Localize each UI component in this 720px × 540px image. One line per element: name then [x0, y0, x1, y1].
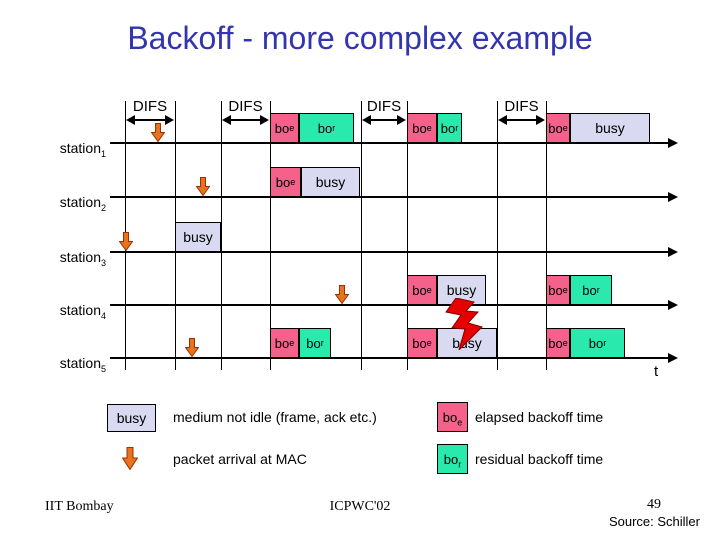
- legend-arrow-desc: packet arrival at MAC: [173, 451, 307, 467]
- legend-boe-swatch-label: boe: [442, 409, 463, 428]
- difs-arrowhead-left-icon: [362, 115, 371, 125]
- difs-arrowhead-right-icon: [397, 115, 406, 125]
- difs-label: DIFS: [504, 98, 539, 115]
- timeline-arrowhead-icon: [668, 192, 678, 202]
- station-label: station2: [59, 194, 106, 213]
- difs-arrowhead-right-icon: [165, 115, 174, 125]
- footer-conference: ICPWC'02: [329, 499, 391, 514]
- footer-page-number: 49: [647, 497, 661, 512]
- difs-grid-line: [546, 101, 547, 370]
- packet-arrival-arrow-icon: [122, 447, 138, 470]
- difs-label: DIFS: [366, 98, 402, 115]
- timeline: [110, 251, 670, 253]
- legend-bor-swatch: bor: [437, 444, 468, 474]
- packet-arrival-arrow-icon: [119, 232, 133, 251]
- legend-bor-swatch-label: bor: [443, 451, 462, 470]
- difs-grid-line: [497, 101, 498, 370]
- segment-busy: busy: [437, 328, 497, 358]
- difs-arrowhead-left-icon: [498, 115, 507, 125]
- segment-busy: busy: [175, 222, 221, 252]
- timeline: [110, 142, 670, 144]
- packet-arrival-arrow-icon: [196, 177, 210, 196]
- packet-arrival-arrow-icon: [185, 338, 199, 357]
- legend-busy-desc: medium not idle (frame, ack etc.): [173, 409, 377, 425]
- collision-bolt-icon: [445, 298, 483, 350]
- timeline-arrowhead-icon: [668, 247, 678, 257]
- segment-busy: busy: [570, 113, 650, 143]
- station-label: station3: [59, 249, 106, 268]
- packet-arrival-arrow-icon: [335, 285, 349, 304]
- difs-arrowhead-right-icon: [536, 115, 545, 125]
- difs-arrow: [132, 119, 168, 121]
- difs-grid-line: [270, 101, 271, 370]
- station-label: station5: [59, 355, 106, 374]
- timeline-arrowhead-icon: [668, 138, 678, 148]
- difs-arrow: [368, 119, 400, 121]
- difs-label: DIFS: [132, 98, 168, 115]
- difs-arrowhead-left-icon: [222, 115, 231, 125]
- timeline-arrowhead-icon: [668, 300, 678, 310]
- footer-source: Source: Schiller: [608, 514, 700, 529]
- legend-bor-desc: residual backoff time: [475, 451, 604, 467]
- time-axis-label: t: [654, 363, 659, 380]
- legend-busy-swatch: busy: [107, 404, 156, 432]
- legend-boe-swatch: boe: [437, 402, 468, 432]
- difs-grid-line: [221, 101, 222, 370]
- difs-arrow: [228, 119, 263, 121]
- timeline: [110, 196, 670, 198]
- station-label: station4: [59, 302, 106, 321]
- packet-arrival-arrow-icon: [151, 123, 165, 142]
- legend-busy-swatch-label: busy: [116, 410, 147, 426]
- page-title: Backoff - more complex example: [127, 20, 593, 56]
- difs-label: DIFS: [228, 98, 263, 115]
- difs-arrow: [504, 119, 539, 121]
- difs-arrowhead-right-icon: [260, 115, 269, 125]
- segment-busy: busy: [301, 167, 360, 197]
- station-label: station1: [59, 140, 106, 159]
- timeline: [110, 304, 670, 306]
- legend-boe-desc: elapsed backoff time: [475, 409, 604, 425]
- timeline: [110, 357, 670, 359]
- difs-arrowhead-left-icon: [126, 115, 135, 125]
- difs-grid-line: [361, 101, 362, 370]
- timeline-arrowhead-icon: [668, 353, 678, 363]
- difs-grid-line: [407, 101, 408, 370]
- footer-affiliation: IIT Bombay: [45, 499, 114, 514]
